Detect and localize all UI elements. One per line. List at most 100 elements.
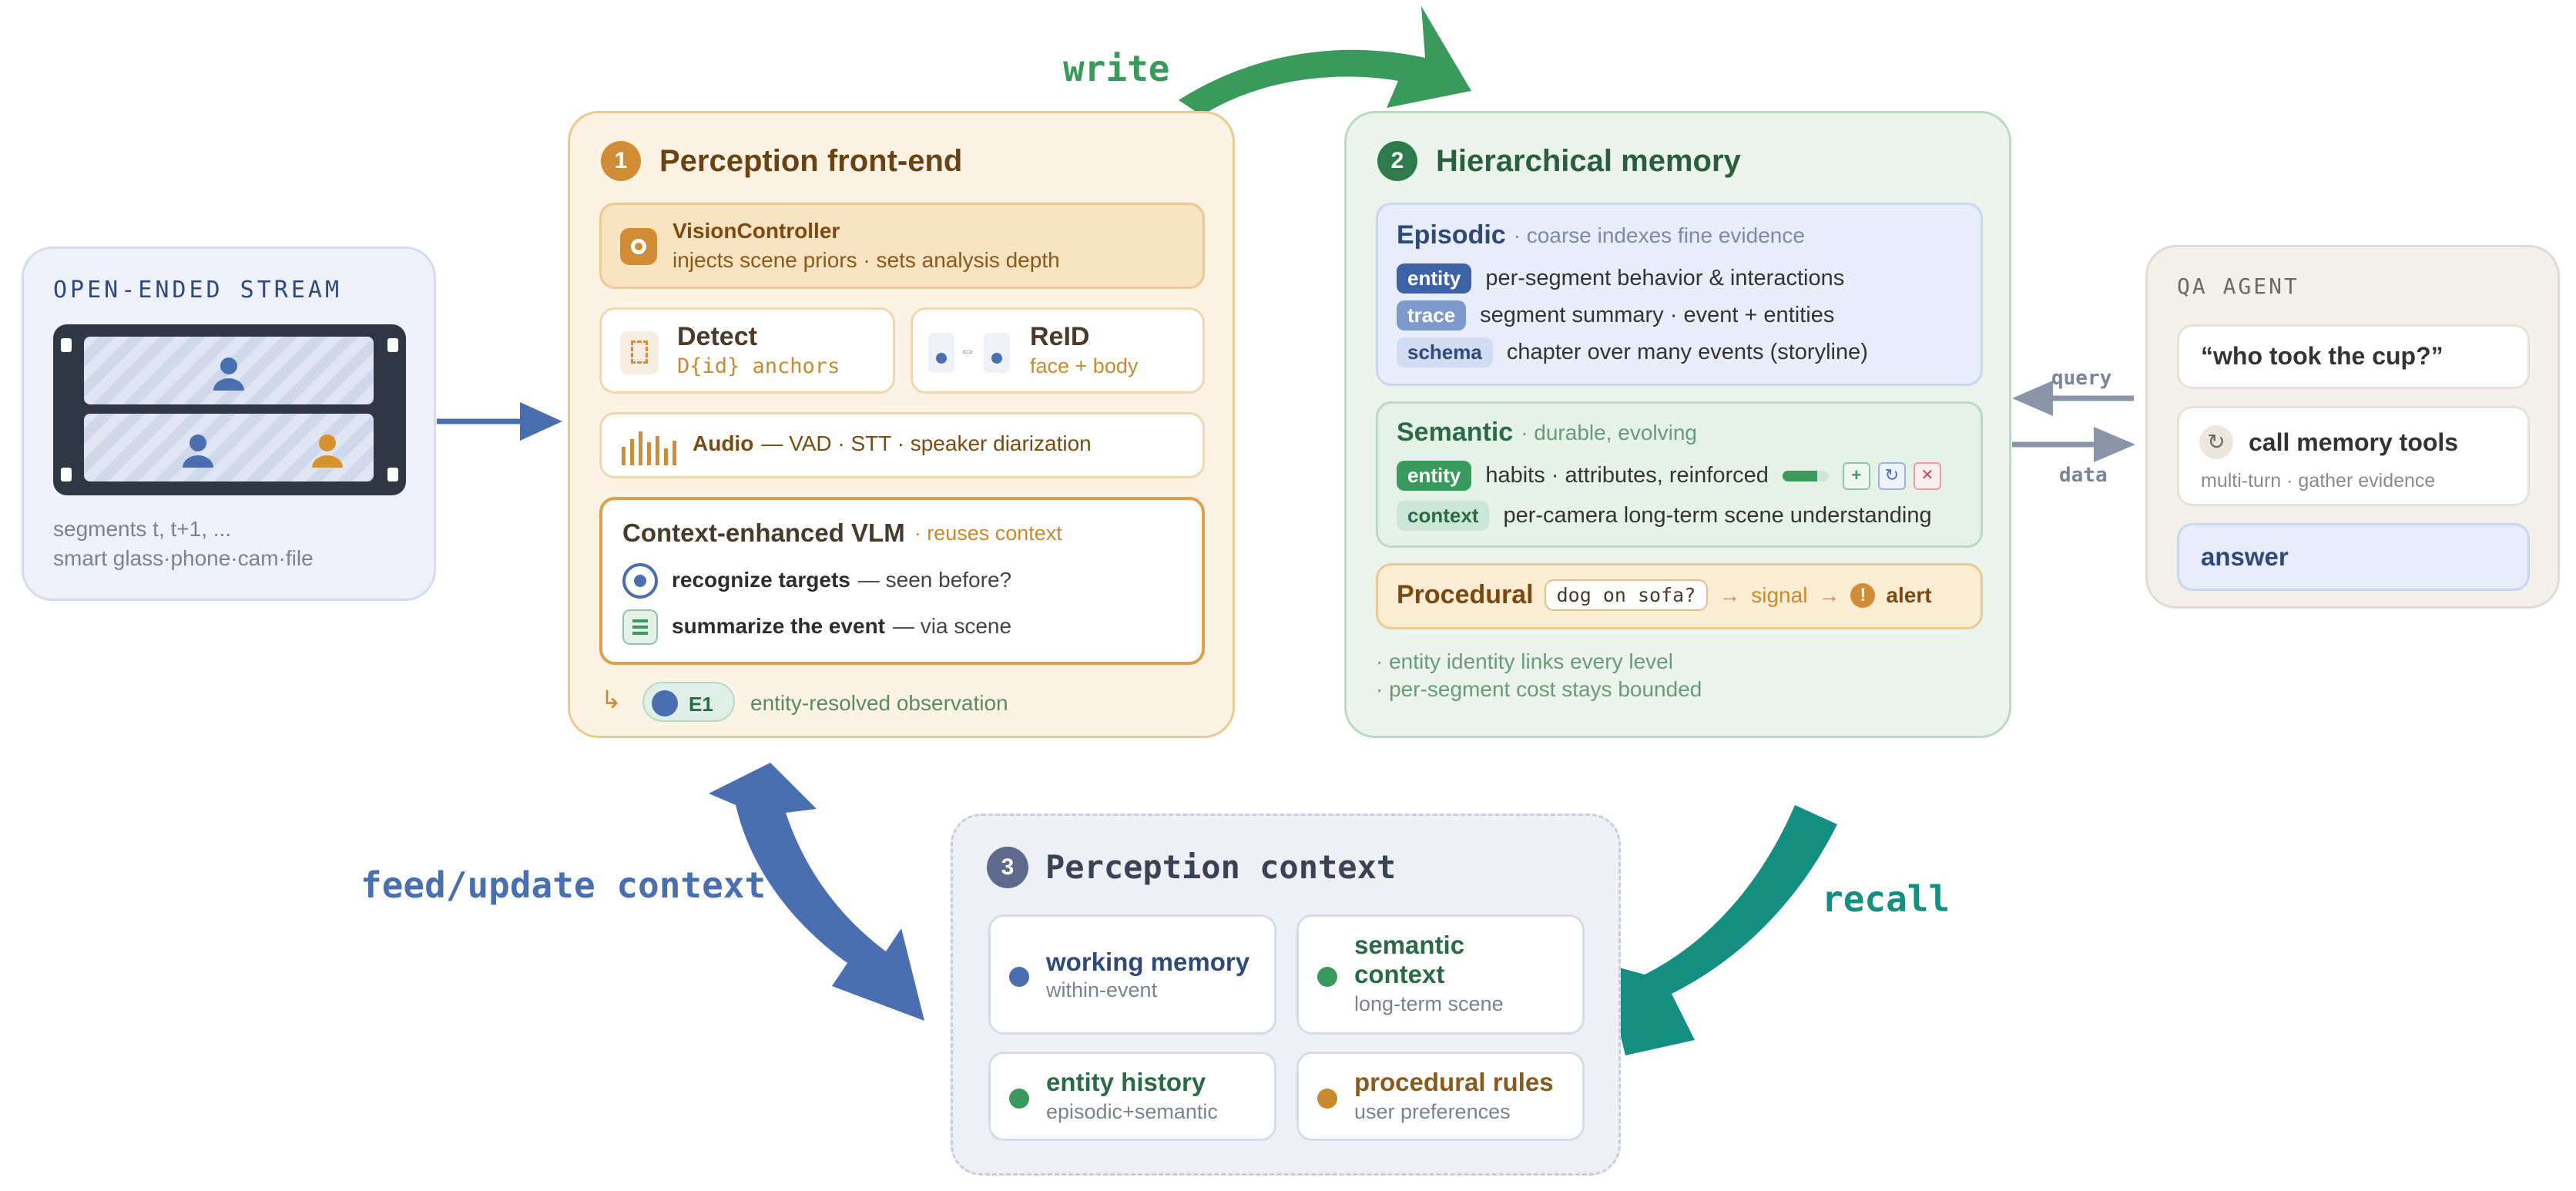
semantic-row: entity habits · attributes, reinforced +… — [1397, 461, 1941, 491]
episodic-tag-schema: schema — [1397, 337, 1493, 367]
tools-title: call memory tools — [2249, 428, 2459, 456]
audio-label: Audio — [693, 431, 754, 455]
episodic-row-text: per-segment behavior & interactions — [1485, 266, 1845, 290]
frame-top — [84, 337, 374, 404]
reid-icon: ⇔ — [928, 333, 1013, 376]
cell-sub: within-event — [1046, 978, 1158, 1001]
answer-card[interactable]: answer — [2177, 523, 2530, 591]
cell-sub: long-term scene — [1354, 992, 1504, 1015]
context-title: Perception context — [1045, 848, 1397, 886]
episodic-tag-entity: entity — [1397, 263, 1472, 294]
vlm-title: Context-enhanced VLM — [622, 518, 905, 547]
vlm-item-recognize: recognize targets — seen before? — [672, 568, 1011, 592]
return-arrow-icon: ↳ — [601, 686, 622, 713]
query-label: query — [2051, 367, 2112, 390]
episodic-row: entity per-segment behavior & interactio… — [1397, 263, 1844, 294]
detect-title: Detect — [677, 322, 757, 351]
cell-title: semantic context — [1354, 931, 1465, 988]
refresh-icon: ↻ — [1877, 461, 1906, 490]
step-badge: 1 — [601, 141, 641, 181]
list-icon — [622, 609, 658, 645]
reinforcement-bar — [1782, 470, 1829, 481]
stream-panel: OPEN-ENDED STREAM segments t, t+1, ... s… — [22, 247, 436, 601]
write-arrow — [1179, 6, 1471, 116]
frame-bottom — [84, 414, 374, 481]
step-badge: 2 — [1377, 141, 1417, 181]
entity-chip: E1 — [642, 682, 735, 722]
episodic-row: trace segment summary · event + entities — [1397, 300, 1834, 330]
context-cell-procedural-rules: procedural rules user preferences — [1296, 1052, 1585, 1141]
semantic-row-text: habits · attributes, reinforced — [1485, 463, 1769, 488]
cell-title: entity history — [1046, 1068, 1206, 1096]
vlm-note: · reuses context — [914, 521, 1062, 545]
person-icon — [213, 357, 244, 391]
procedural-card: Procedural dog on sofa? → signal → ! ale… — [1376, 563, 1983, 629]
memory-note-2: · per-segment cost stays bounded — [1376, 677, 1702, 701]
audio-rest: — VAD · STT · speaker diarization — [761, 431, 1092, 455]
memory-note-1: · entity identity links every level — [1376, 649, 1673, 673]
episodic-row-text: segment summary · event + entities — [1480, 303, 1835, 327]
orange-dot — [1317, 1089, 1337, 1109]
observation-label: entity-resolved observation — [750, 691, 1008, 715]
cell-sub: episodic+semantic — [1046, 1100, 1218, 1123]
data-label: data — [2059, 464, 2108, 487]
step-number: 2 — [1390, 148, 1404, 173]
episodic-tag-trace: trace — [1397, 300, 1467, 330]
target-icon — [620, 228, 657, 265]
episodic-header: Episodic · coarse indexes fine evidence — [1397, 220, 1805, 250]
semantic-title: Semantic — [1397, 418, 1514, 447]
reid-card: ⇔ ReID face + body — [911, 307, 1205, 394]
vlm-item1-rest: — seen before? — [857, 568, 1012, 592]
audio-card: Audio — VAD · STT · speaker diarization — [599, 412, 1205, 478]
recall-label: recall — [1822, 878, 1950, 920]
detect-card: Detect D{id} anchors — [599, 307, 895, 394]
reid-title: ReID — [1030, 322, 1090, 351]
reid-sub: face + body — [1030, 354, 1139, 377]
bounding-box-icon — [620, 331, 659, 374]
vlm-header: Context-enhanced VLM · reuses context — [622, 518, 1062, 548]
green-dot — [1009, 1089, 1029, 1109]
semantic-row-text: per-camera long-term scene understanding — [1503, 503, 1932, 528]
stream-line1: segments t, t+1, ... — [53, 517, 232, 541]
audio-waveform-icon — [622, 431, 676, 465]
green-dot — [1317, 967, 1337, 987]
step-number: 3 — [1001, 854, 1015, 880]
vlm-card: Context-enhanced VLM · reuses context re… — [599, 497, 1205, 665]
vlm-item1-bold: recognize targets — [672, 568, 850, 592]
episodic-row: schema chapter over many events (storyli… — [1397, 337, 1868, 367]
procedural-row: Procedural dog on sofa? → signal → ! ale… — [1397, 579, 1932, 611]
semantic-tag-entity: entity — [1397, 461, 1472, 491]
sprocket — [387, 338, 398, 352]
context-panel: 3 Perception context working memory with… — [951, 814, 1621, 1176]
qa-title: QA AGENT — [2177, 273, 2299, 299]
target-ring-icon — [622, 563, 658, 599]
stream-title: OPEN-ENDED STREAM — [53, 277, 343, 304]
qa-panel: QA AGENT “who took the cup?” ↻ call memo… — [2145, 245, 2560, 609]
vision-controller-card: VisionController injects scene priors · … — [599, 203, 1205, 289]
semantic-card: Semantic · durable, evolving entity habi… — [1376, 401, 1983, 548]
vlm-item-summarize: summarize the event — via scene — [672, 614, 1011, 639]
procedural-signal: signal — [1751, 582, 1808, 607]
blue-dot — [1009, 967, 1029, 987]
procedural-query: dog on sofa? — [1544, 579, 1709, 611]
vlm-item2-bold: summarize the event — [672, 614, 885, 638]
semantic-note: · durable, evolving — [1521, 420, 1697, 445]
vision-title: VisionController — [673, 219, 840, 243]
alert-icon: ! — [1850, 582, 1876, 608]
tools-sub: multi-turn · gather evidence — [2201, 470, 2436, 491]
question-card: “who took the cup?” — [2177, 324, 2530, 389]
arrow-icon: → — [1719, 582, 1741, 607]
person-icons — [183, 434, 343, 468]
episodic-card: Episodic · coarse indexes fine evidence … — [1376, 203, 1983, 386]
vision-sub: injects scene priors · sets analysis dep… — [673, 248, 1060, 272]
recall-arrow — [1602, 805, 1837, 1055]
cell-title: procedural rules — [1354, 1068, 1554, 1096]
memory-title: Hierarchical memory — [1436, 144, 1741, 178]
memory-tools-card[interactable]: ↻ call memory tools multi-turn · gather … — [2177, 406, 2530, 506]
remove-icon: ✕ — [1913, 461, 1941, 490]
sprocket — [61, 468, 72, 481]
cell-title: working memory — [1046, 948, 1250, 976]
refresh-icon: ↻ — [2199, 425, 2233, 459]
semantic-tag-context: context — [1397, 501, 1490, 531]
answer-text: answer — [2201, 542, 2289, 571]
